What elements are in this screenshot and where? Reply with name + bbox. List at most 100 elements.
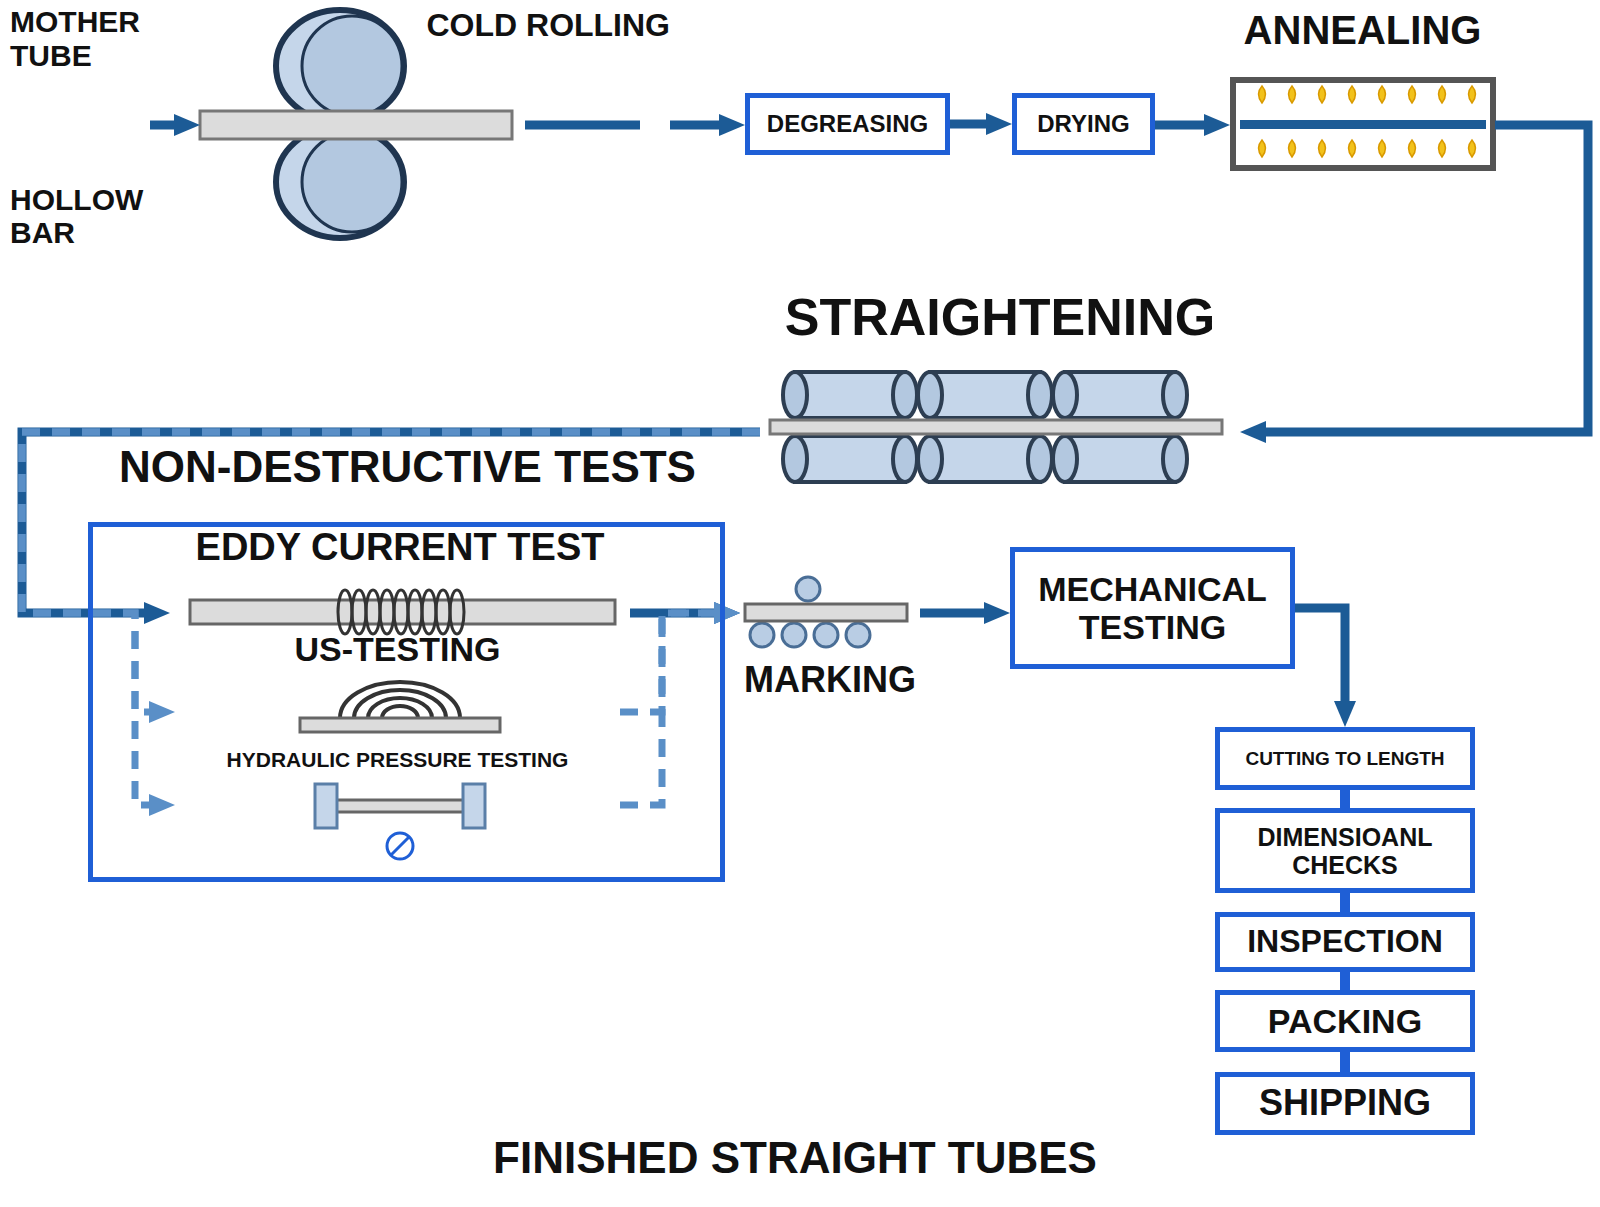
roll-body [930, 436, 1040, 482]
roll-body [1065, 436, 1175, 482]
straightening-roll [783, 436, 917, 482]
roll-body [795, 372, 905, 418]
marking-rollers [745, 577, 907, 647]
process-box: CUTTING TO LENGTH [1215, 727, 1475, 790]
coil-windings [338, 590, 464, 634]
flow-arrow [920, 609, 984, 618]
roll [276, 10, 404, 122]
tube [745, 604, 907, 621]
coil-turn [338, 590, 352, 634]
tube [335, 800, 465, 812]
process-box: PACKING [1215, 990, 1475, 1052]
flame [1289, 86, 1296, 103]
process-box: SHIPPING [1215, 1072, 1475, 1135]
flow-arrow [1266, 125, 1588, 432]
process-box: DIMENSIOANL CHECKS [1215, 808, 1475, 893]
roll-end [783, 436, 807, 482]
sound-waves [340, 682, 460, 718]
straightening-roll [918, 372, 1052, 418]
roll-end [918, 372, 942, 418]
flow-arrow [1340, 1052, 1350, 1072]
straightening-roll [783, 372, 917, 418]
caption: FINISHED STRAIGHT TUBES [0, 1133, 1590, 1182]
cold-rolling-mill [200, 10, 640, 238]
gauge-needle [391, 837, 409, 855]
tube [200, 111, 512, 139]
flow-arrow [1295, 608, 1345, 701]
step-label: MARKING [744, 660, 916, 700]
process-step: STRAIGHTENING [760, 288, 1240, 493]
roll-face [302, 132, 402, 232]
flame [1469, 86, 1476, 103]
step-label: NON-DESTRUCTIVE TESTS [119, 442, 696, 491]
process-step: EDDY CURRENT TEST [170, 526, 630, 642]
process-box: DRYING [1012, 93, 1155, 155]
flow-arrow [670, 121, 719, 130]
straightening-rolls [770, 372, 1222, 482]
ultrasonic-probe [300, 682, 500, 732]
flow-arrow [620, 613, 714, 805]
flow-arrow [1155, 121, 1204, 130]
coil-turn [380, 590, 394, 634]
flame [1349, 86, 1356, 103]
coil-turn [352, 590, 366, 634]
straightening-roll [918, 436, 1052, 482]
flame [1469, 140, 1476, 157]
flame [1319, 140, 1326, 157]
flame [1319, 86, 1326, 103]
step-label: ANNEALING [1244, 8, 1482, 53]
step-label: CUTTING TO LENGTH [1245, 748, 1444, 769]
straightening-roll [1053, 372, 1187, 418]
pressure-test-rig [315, 784, 485, 859]
roll-end [1163, 436, 1187, 482]
tube [770, 420, 1222, 434]
end-cap [315, 784, 337, 828]
flame [1439, 140, 1446, 157]
flow-arrow [1340, 790, 1350, 808]
roller [750, 623, 774, 647]
roll-end [893, 436, 917, 482]
coil-turn [366, 590, 380, 634]
roll-end [1028, 436, 1052, 482]
step-label: STRAIGHTENING [785, 288, 1215, 346]
process-step: MARKING [740, 570, 920, 700]
step-label: MECHANICAL TESTING [1023, 570, 1282, 646]
roll-end [918, 436, 942, 482]
step-label: EDDY CURRENT TEST [196, 526, 605, 569]
coil-turn [450, 590, 464, 634]
coil-turn [408, 590, 422, 634]
flow-shaft [525, 121, 640, 130]
step-label: PACKING [1268, 1002, 1422, 1040]
process-step: ANNEALING [1230, 8, 1495, 170]
step-label: COLD ROLLING [426, 8, 670, 44]
process-step: COLD ROLLING [200, 8, 670, 223]
flow-arrow [150, 121, 174, 130]
flow-arrow [950, 120, 986, 129]
tube [190, 600, 615, 624]
process-box: MECHANICAL TESTING [1010, 547, 1295, 669]
flame [1289, 140, 1296, 157]
flame [1409, 140, 1416, 157]
roll [276, 126, 404, 238]
roll-end [1053, 436, 1077, 482]
coil-turn [422, 590, 436, 634]
tube [300, 718, 500, 732]
step-label: DIMENSIOANL CHECKS [1228, 823, 1462, 879]
roller [846, 623, 870, 647]
process-box: INSPECTION [1215, 912, 1475, 972]
flame [1379, 86, 1386, 103]
coil-turn [394, 590, 408, 634]
step-label: SHIPPING [1259, 1083, 1431, 1123]
eddy-current-coil [190, 590, 615, 634]
step-label: US-TESTING [295, 630, 501, 668]
tube [1240, 120, 1486, 129]
flame [1379, 140, 1386, 157]
flame [1439, 86, 1446, 103]
roll-face [302, 16, 402, 116]
roll-end [1163, 372, 1187, 418]
furnace [1233, 80, 1493, 168]
process-step: NON-DESTRUCTIVE TESTS EDDY CURRENT TEST US… [80, 442, 735, 887]
flow-arrow [1340, 893, 1350, 912]
burner-flames [1259, 86, 1476, 157]
flow-arrow [1340, 972, 1350, 990]
